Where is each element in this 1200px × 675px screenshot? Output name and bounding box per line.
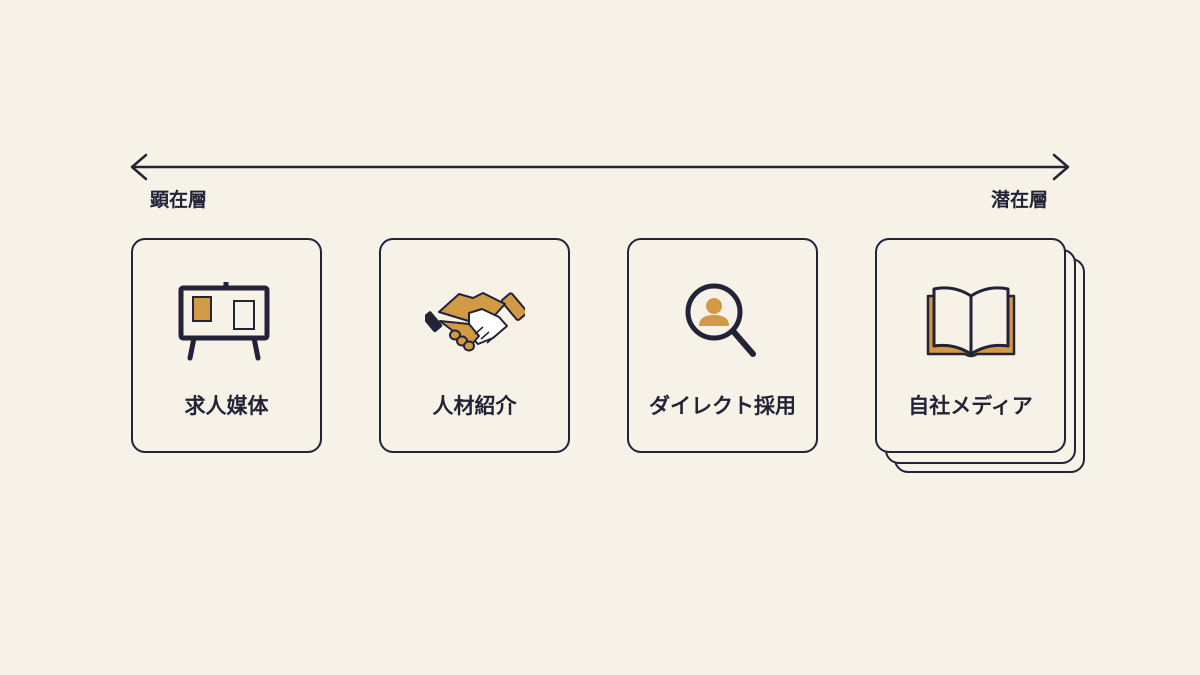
bulletin-board-icon	[178, 282, 269, 361]
scale-right-label: 潜在層	[990, 189, 1048, 211]
card-label: 求人媒体	[184, 394, 269, 418]
magnifier-person-icon	[685, 283, 756, 357]
scale-left-label: 顕在層	[150, 189, 208, 211]
open-book-icon	[926, 286, 1015, 358]
card-owned-media: 自社メディア	[875, 238, 1066, 453]
card-label: 自社メディア	[908, 394, 1033, 418]
card-recruitment-agency: 人材紹介	[379, 238, 570, 453]
card-label: ダイレクト採用	[649, 394, 796, 418]
handshake-icon	[424, 292, 525, 352]
scale-arrow	[130, 153, 1070, 181]
card-direct-recruiting: ダイレクト採用	[627, 238, 818, 453]
card-job-media: 求人媒体	[131, 238, 322, 453]
card-label: 人材紹介	[432, 394, 517, 418]
